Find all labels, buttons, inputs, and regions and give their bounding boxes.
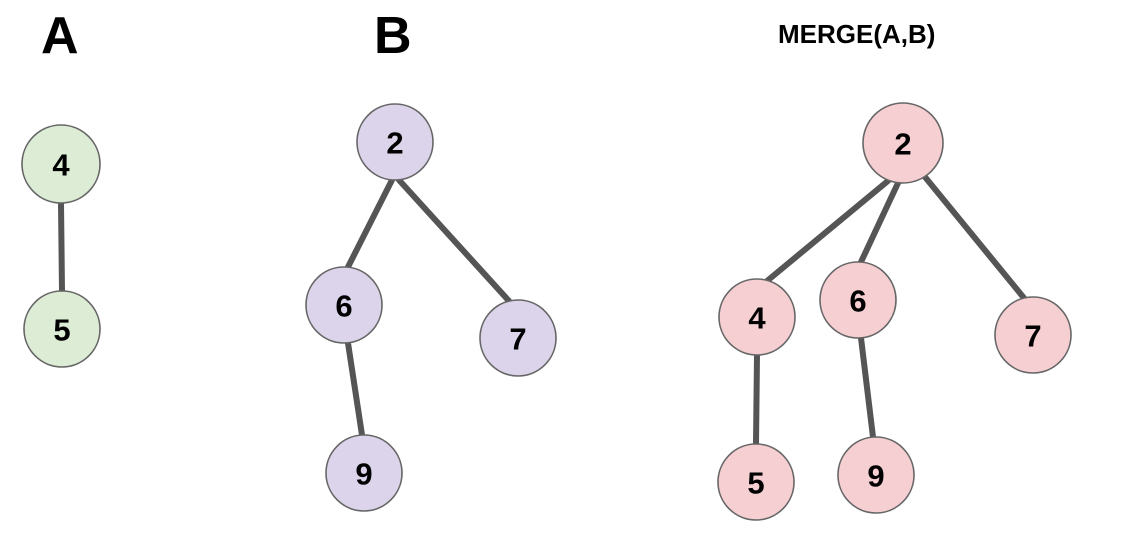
node-merge-9[interactable]: 9 [837, 436, 915, 514]
graph-a-nodes: 4 5 [21, 124, 101, 368]
node-merge-4-circle[interactable] [718, 278, 796, 356]
edge-merge-2-4 [764, 177, 892, 284]
edge-b-2-7 [396, 177, 512, 304]
graph-b-nodes: 2 6 7 9 [305, 103, 557, 512]
edge-merge-2-6 [858, 180, 901, 265]
node-a-5[interactable]: 5 [23, 290, 101, 368]
node-a-4-label: 4 [52, 148, 70, 183]
node-b-2-circle[interactable] [356, 103, 434, 181]
node-b-9-label: 9 [355, 457, 372, 492]
node-b-2[interactable]: 2 [356, 103, 434, 181]
node-merge-9-label: 9 [867, 459, 884, 494]
node-merge-5-label: 5 [747, 466, 764, 501]
node-merge-7-label: 7 [1024, 319, 1041, 354]
graph-b-edges [345, 177, 512, 438]
node-merge-9-circle[interactable] [837, 436, 915, 514]
panel-title-b: B [374, 7, 412, 65]
node-b-7[interactable]: 7 [479, 299, 557, 377]
node-merge-7[interactable]: 7 [994, 296, 1072, 374]
edge-merge-4-5 [753, 352, 760, 447]
panel-title-merge: MERGE(A,B) [778, 19, 936, 49]
node-b-6[interactable]: 6 [305, 266, 383, 344]
node-merge-4-label: 4 [748, 301, 766, 336]
node-merge-5[interactable]: 5 [717, 443, 795, 521]
node-merge-2-label: 2 [894, 127, 911, 162]
node-merge-6[interactable]: 6 [819, 261, 897, 339]
node-a-4-circle[interactable] [21, 124, 101, 204]
node-merge-6-label: 6 [849, 284, 866, 319]
node-merge-6-circle[interactable] [819, 261, 897, 339]
node-merge-7-circle[interactable] [994, 296, 1072, 374]
node-merge-2[interactable]: 2 [862, 102, 944, 184]
node-merge-4[interactable]: 4 [718, 278, 796, 356]
node-b-9-circle[interactable] [325, 434, 403, 512]
node-b-6-label: 6 [335, 289, 352, 324]
edge-merge-2-7 [922, 174, 1027, 301]
graph-merge-edges [753, 174, 1027, 447]
node-b-7-label: 7 [509, 322, 526, 357]
node-b-7-circle[interactable] [479, 299, 557, 377]
node-a-5-label: 5 [53, 313, 70, 348]
edge-a-4-5 [58, 200, 65, 294]
node-a-4[interactable]: 4 [21, 124, 101, 204]
node-b-2-label: 2 [386, 126, 403, 161]
graph-a-edges [58, 200, 65, 294]
node-merge-5-circle[interactable] [717, 443, 795, 521]
edge-merge-6-9 [858, 335, 876, 440]
graph-merge-nodes: 2 4 6 7 5 9 [717, 102, 1072, 521]
node-merge-2-circle[interactable] [862, 102, 944, 184]
edge-b-6-9 [345, 340, 365, 438]
node-b-6-circle[interactable] [305, 266, 383, 344]
panel-title-a: A [41, 7, 79, 65]
edge-b-2-6 [345, 177, 395, 270]
node-b-9[interactable]: 9 [325, 434, 403, 512]
node-a-5-circle[interactable] [23, 290, 101, 368]
